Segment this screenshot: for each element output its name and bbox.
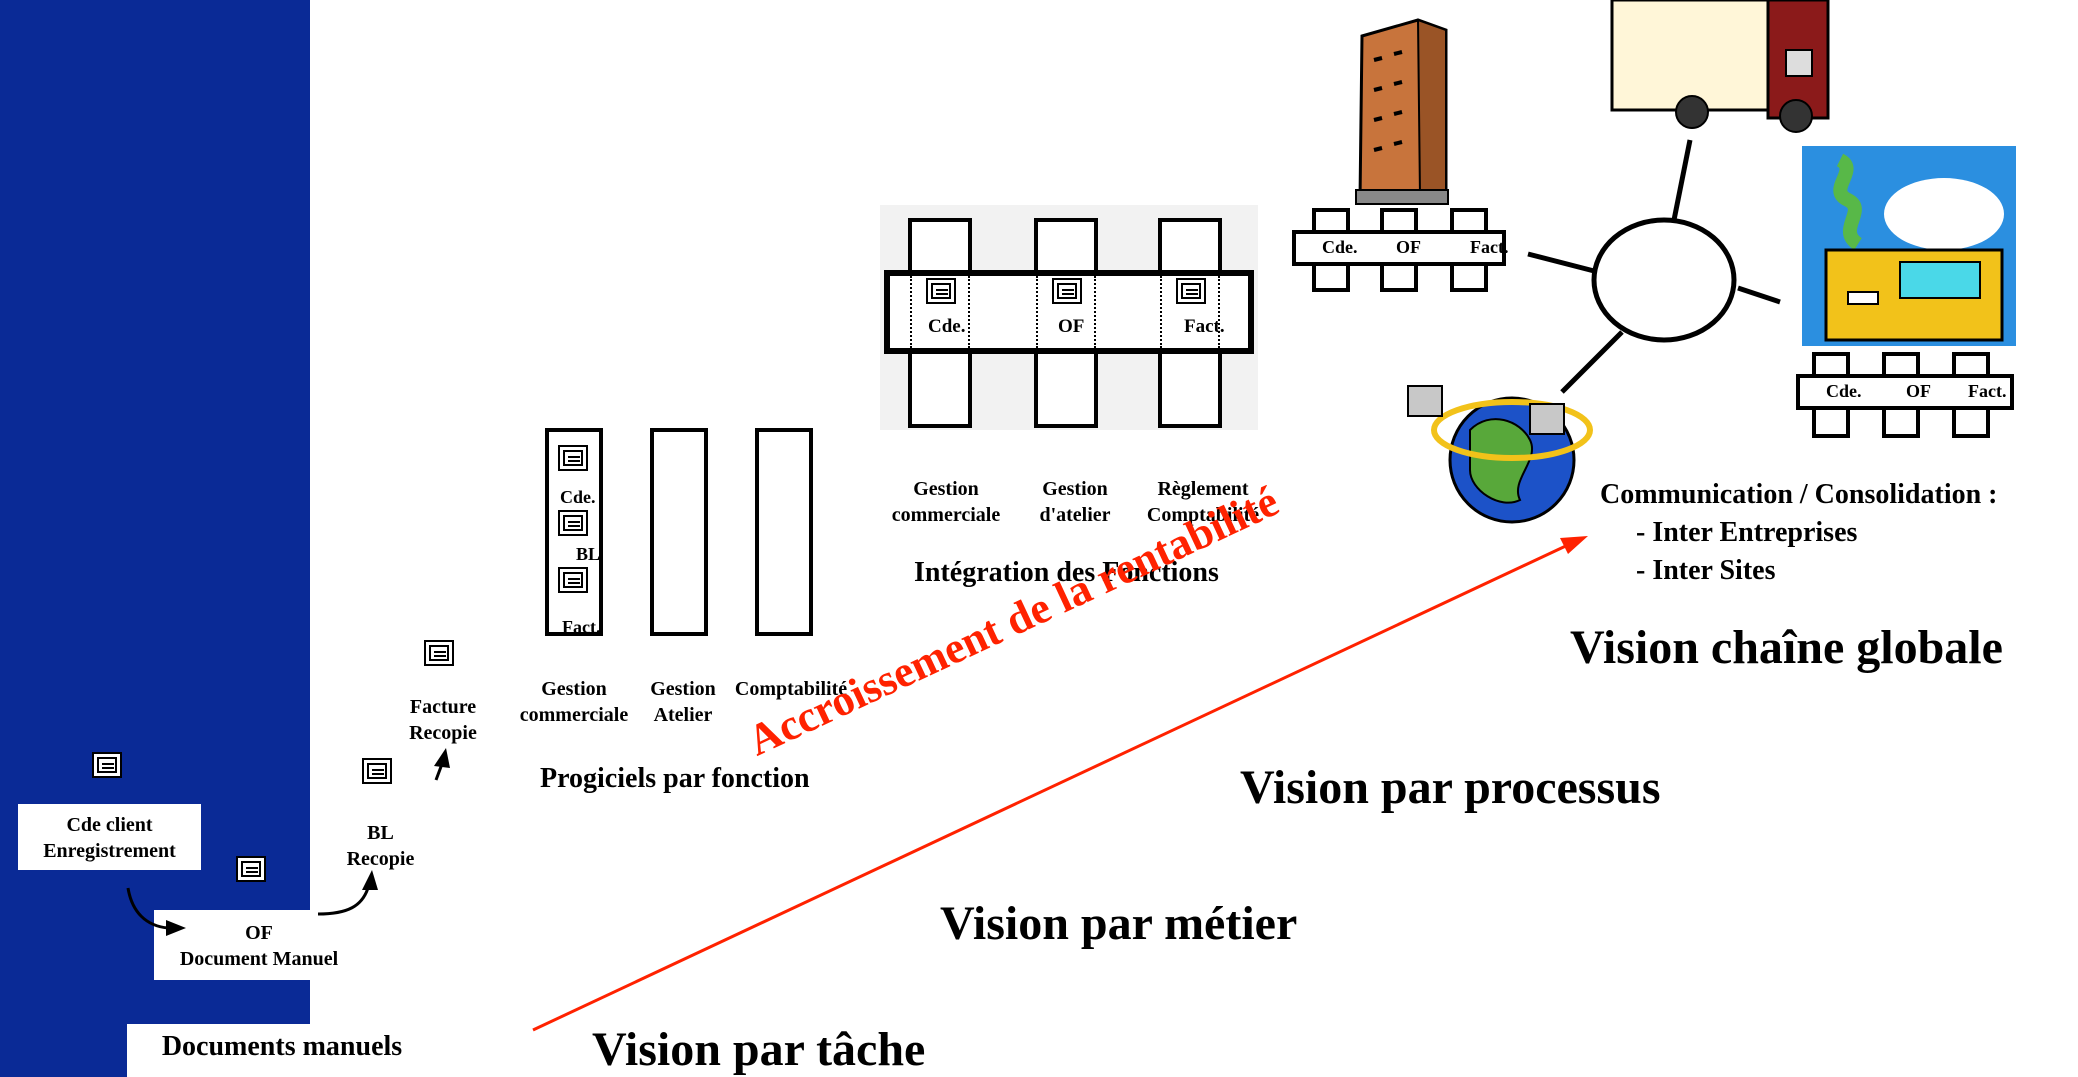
document-icon: [92, 752, 122, 778]
document-icon: [236, 856, 266, 882]
cde-client-box: Cde client Enregistrement: [18, 804, 201, 870]
col-label-gestion-commerciale: Gestion commerciale: [891, 478, 1001, 526]
truck-illustration: [1610, 0, 1830, 133]
module-label-of: OF: [1906, 381, 1931, 401]
document-icon: [1176, 278, 1206, 304]
module-label-fact: Fact.: [1968, 381, 2007, 401]
of-document-box: OF Document Manuel: [154, 910, 364, 980]
dotted-separator: [1160, 276, 1162, 348]
doc-label-fact: Fact.: [1184, 316, 1225, 337]
dotted-separator: [910, 276, 912, 348]
vision-processus-title: Vision par processus: [1240, 761, 1661, 814]
bl-recopie-label: BL Recopie: [346, 822, 415, 870]
communication-item: - Inter Entreprises: [1636, 517, 1858, 548]
vision-metier-title: Vision par métier: [940, 897, 1298, 950]
module-label-cde: Cde.: [1322, 237, 1358, 257]
flow-arrow-head: [434, 748, 450, 768]
doc-label-cde: Cde.: [560, 487, 596, 507]
module-label-of: OF: [1396, 237, 1421, 257]
communication-title: Communication / Consolidation :: [1600, 479, 1998, 510]
network-hub: [1591, 217, 1737, 343]
network-link: [1560, 330, 1624, 394]
function-column: [755, 428, 813, 636]
document-icon: [558, 510, 588, 536]
col-label-gestion-atelier: Gestion d'atelier: [1039, 478, 1111, 526]
network-link: [1737, 285, 1781, 305]
facture-recopie-label: Facture Recopie: [409, 696, 477, 744]
col-label-gestion-atelier: Gestion Atelier: [650, 678, 716, 726]
col-label-comptabilite: Comptabilité: [734, 678, 848, 700]
doc-label-bl: BL: [576, 544, 601, 564]
document-icon: [926, 278, 956, 304]
document-icon: [558, 567, 588, 593]
document-icon: [1052, 278, 1082, 304]
doc-label-fact: Fact.: [562, 617, 601, 637]
module-label-cde: Cde.: [1826, 381, 1862, 401]
module-bar: [1292, 230, 1506, 266]
vision-tache-title: Vision par tâche: [592, 1023, 926, 1076]
col-label-reglement: Règlement Comptabilité: [1146, 478, 1260, 526]
document-icon: [424, 640, 454, 666]
col-label-gestion-commerciale: Gestion commerciale: [519, 678, 629, 726]
network-link: [1527, 251, 1599, 275]
doc-label-of: OF: [1058, 316, 1085, 337]
dotted-separator: [968, 276, 970, 348]
blue-sidebar: [0, 0, 310, 1077]
communication-item: - Inter Sites: [1636, 555, 1776, 586]
dotted-separator: [1036, 276, 1038, 348]
dotted-separator: [1218, 276, 1220, 348]
growth-arrow-line: [532, 542, 1571, 1032]
documents-manuels-label: Documents manuels: [127, 1024, 437, 1077]
doc-label-cde: Cde.: [928, 316, 966, 337]
document-icon: [558, 445, 588, 471]
dotted-separator: [1094, 276, 1096, 348]
vision-globale-title: Vision chaîne globale: [1570, 621, 2003, 674]
flow-arrow: [317, 887, 370, 916]
flow-arrow-head: [362, 870, 378, 890]
flow-arrow: [126, 887, 169, 930]
globe-illustration: [1407, 385, 1593, 524]
progiciels-title: Progiciels par fonction: [540, 763, 810, 794]
module-label-fact: Fact.: [1470, 237, 1509, 257]
factory-illustration: [1802, 146, 2016, 346]
function-column: [650, 428, 708, 636]
integration-title: Intégration des Fonctions: [914, 557, 1219, 588]
growth-arrow-head: [1560, 536, 1588, 554]
document-icon: [362, 758, 392, 784]
module-bar: [1796, 374, 2014, 410]
flow-arrow-head: [166, 920, 186, 936]
function-column: [545, 428, 603, 636]
network-link: [1671, 139, 1693, 221]
building-illustration: [1355, 18, 1449, 205]
